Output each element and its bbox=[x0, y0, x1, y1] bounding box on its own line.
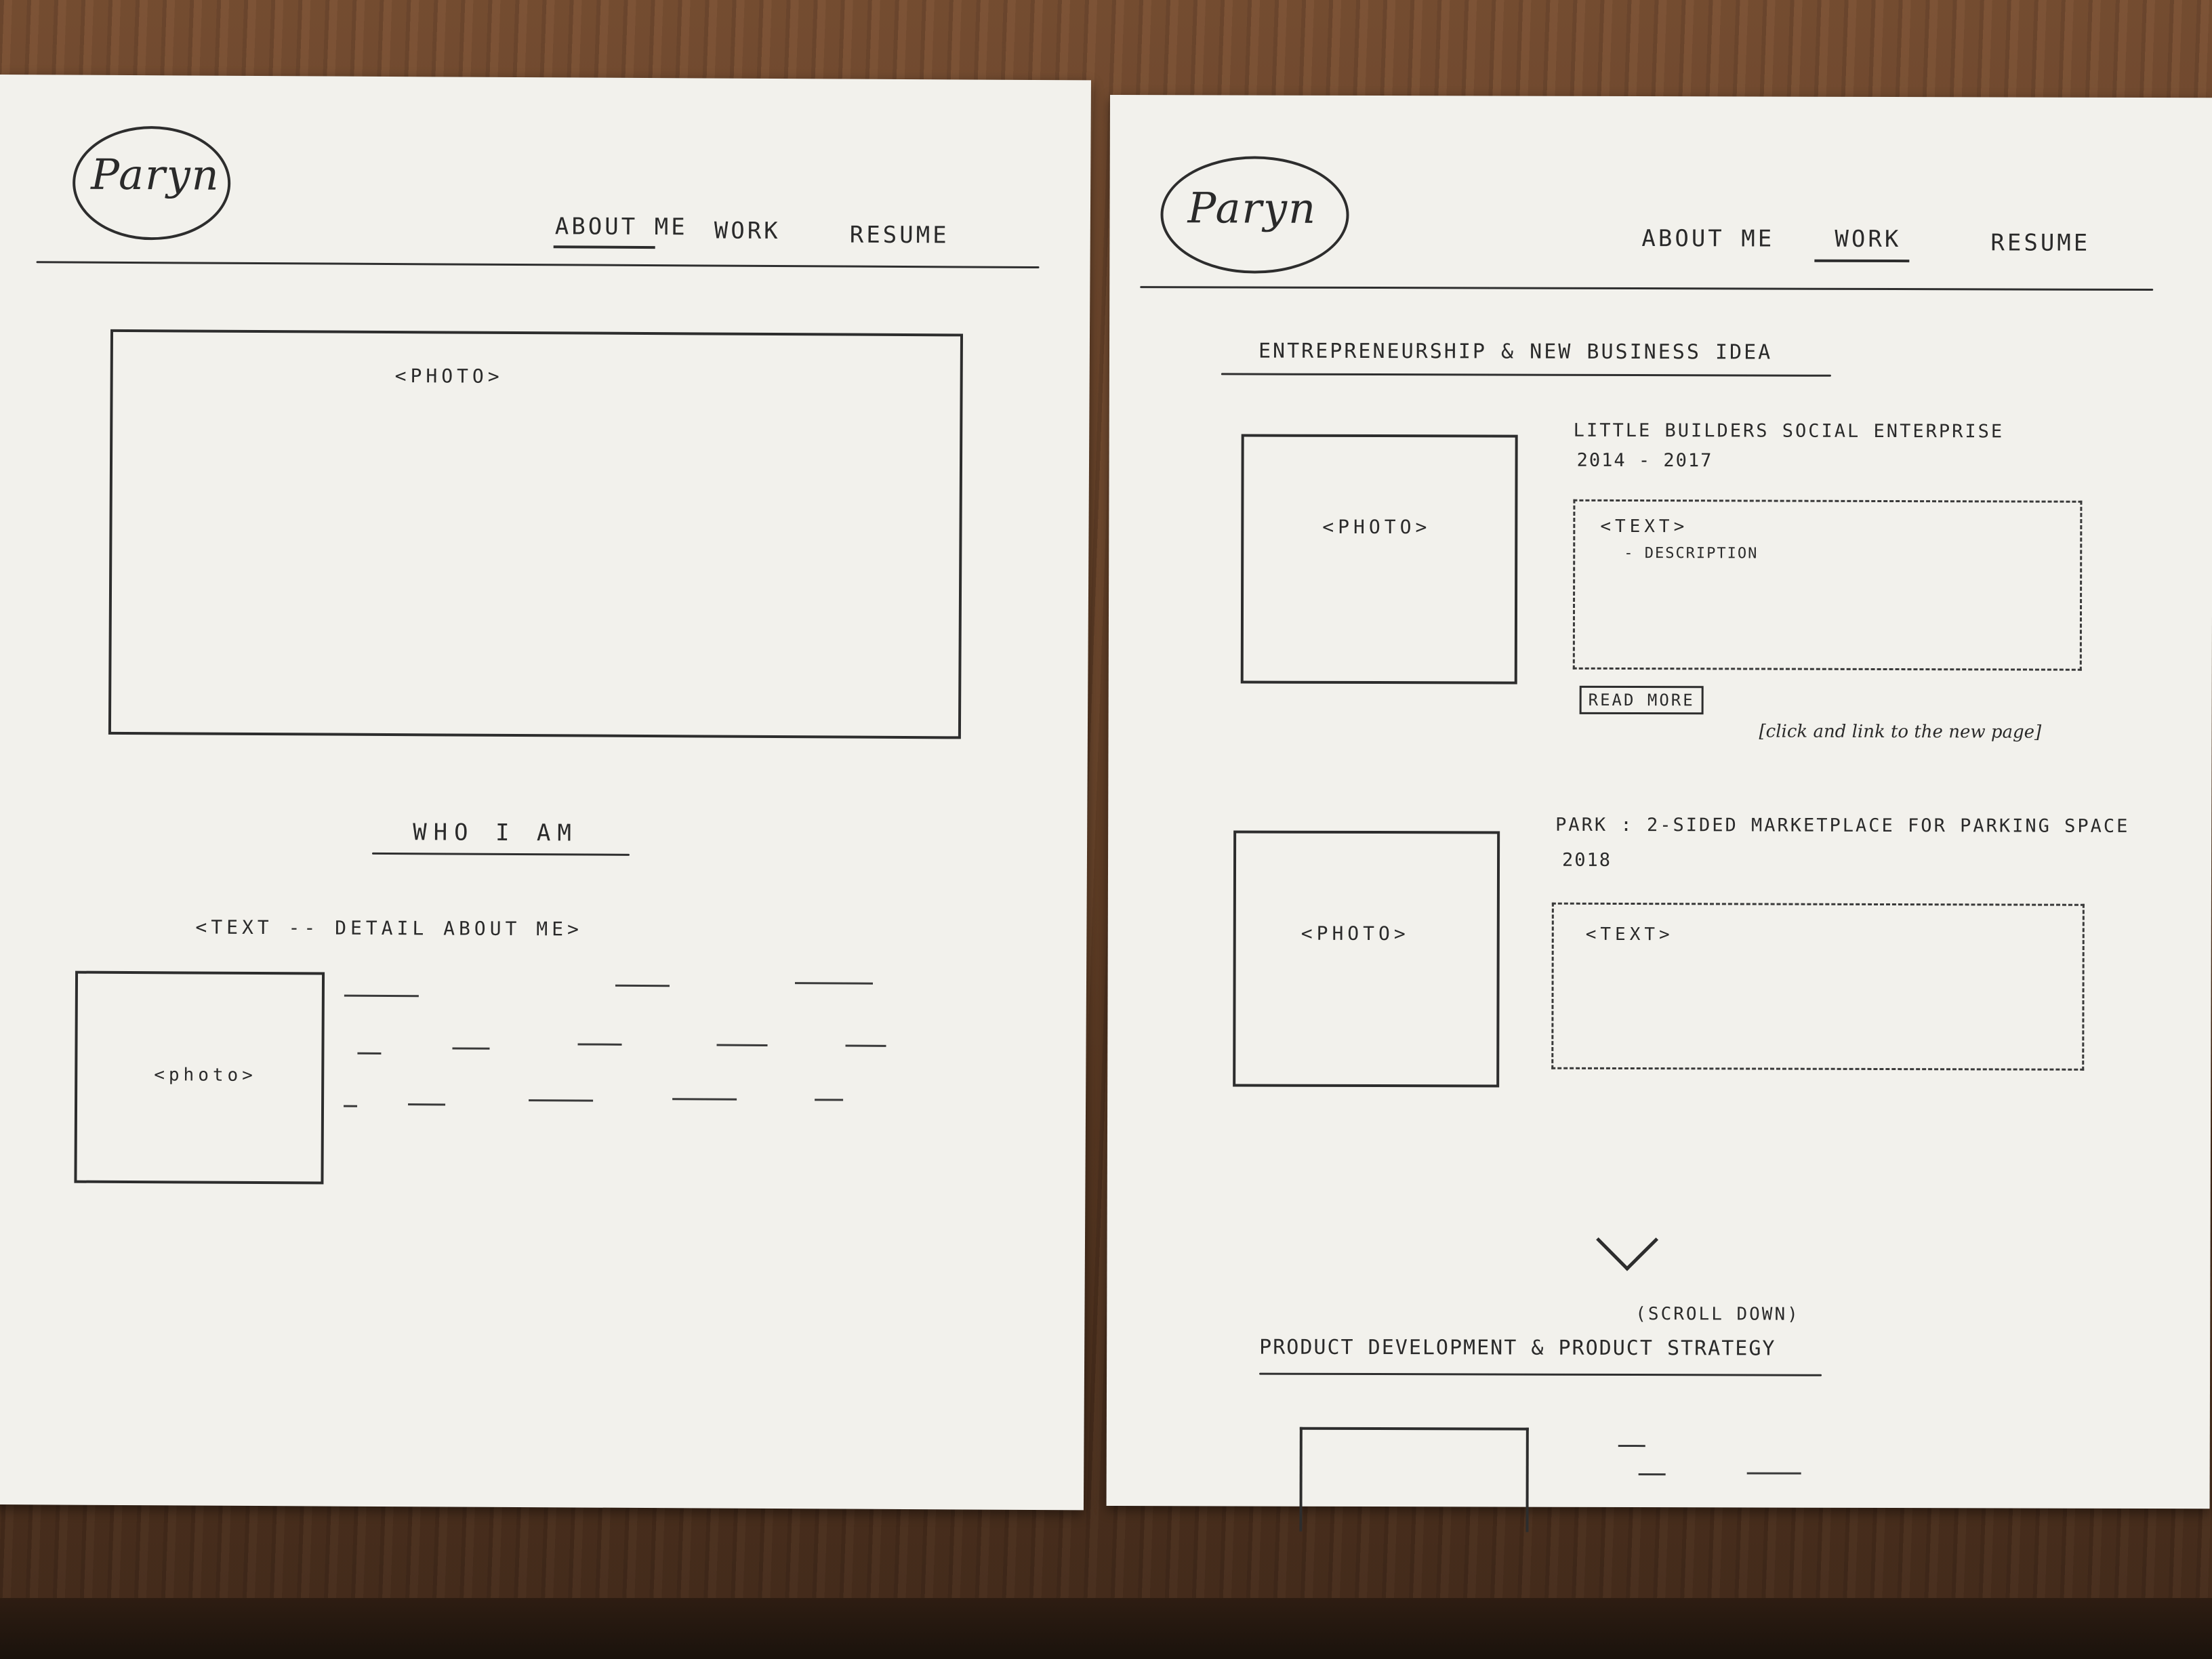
read-more-note: [click and link to the new page] bbox=[1759, 721, 2042, 743]
section-title-who-i-am: WHO I AM bbox=[413, 819, 579, 847]
section-title-product-development: PRODUCT DEVELOPMENT & PRODUCT STRATEGY bbox=[1259, 1335, 1776, 1361]
project2-years: 2018 bbox=[1562, 849, 1612, 871]
project2-photo-label: <PHOTO> bbox=[1300, 922, 1410, 945]
text-line bbox=[357, 1052, 382, 1054]
text-line bbox=[815, 1099, 844, 1101]
chevron-down-icon[interactable] bbox=[1596, 1208, 1659, 1271]
logo[interactable]: Paryn bbox=[91, 149, 220, 200]
text-line bbox=[716, 1044, 768, 1046]
nav-active-underline bbox=[1814, 259, 1910, 263]
project2-text-label: <TEXT> bbox=[1585, 924, 1674, 945]
project1-photo-label: <PHOTO> bbox=[1322, 515, 1431, 539]
nav-about-me[interactable]: ABOUT ME bbox=[1641, 225, 1775, 253]
text-line bbox=[615, 984, 670, 987]
project2-photo-placeholder bbox=[1233, 830, 1500, 1088]
hero-photo-placeholder bbox=[108, 329, 964, 739]
text-line bbox=[529, 1099, 594, 1102]
text-line bbox=[452, 1047, 490, 1050]
wireframe-sheet-work: Paryn ABOUT ME WORK RESUME ENTREPRENEURS… bbox=[1106, 95, 2212, 1532]
small-photo-label: <photo> bbox=[154, 1065, 257, 1086]
text-line bbox=[577, 1043, 622, 1046]
project1-years: 2014 - 2017 bbox=[1576, 449, 1713, 472]
nav-resume[interactable]: RESUME bbox=[849, 221, 949, 249]
about-text-label: <TEXT -- DETAIL ABOUT ME> bbox=[195, 916, 583, 941]
section2-photo-placeholder bbox=[1299, 1427, 1529, 1532]
section-title-underline bbox=[371, 852, 630, 856]
logo[interactable]: Paryn bbox=[1187, 183, 1317, 233]
text-line bbox=[672, 1098, 737, 1101]
project1-text-label: <TEXT> bbox=[1600, 516, 1689, 537]
text-line bbox=[344, 994, 419, 998]
nav-about-me[interactable]: ABOUT ME bbox=[554, 213, 688, 241]
header-divider bbox=[36, 261, 1040, 269]
section-title-underline bbox=[1259, 1372, 1822, 1376]
header-divider bbox=[1140, 286, 2154, 291]
project2-title: PARK : 2-SIDED MARKETPLACE FOR PARKING S… bbox=[1555, 814, 2130, 837]
nav-work[interactable]: WORK bbox=[714, 217, 781, 245]
section-title-entrepreneurship: ENTREPRENEURSHIP & NEW BUSINESS IDEA bbox=[1258, 339, 1773, 365]
read-more-button[interactable]: READ MORE bbox=[1579, 685, 1704, 715]
project1-title: LITTLE BUILDERS SOCIAL ENTERPRISE bbox=[1573, 419, 2005, 443]
floor bbox=[0, 1598, 2212, 1659]
project1-description: - DESCRIPTION bbox=[1624, 544, 1759, 562]
text-line bbox=[408, 1103, 446, 1106]
text-line bbox=[794, 982, 874, 985]
text-line bbox=[1638, 1473, 1666, 1476]
text-line bbox=[344, 1105, 358, 1107]
text-line bbox=[1746, 1472, 1801, 1475]
hero-photo-label: <PHOTO> bbox=[394, 365, 504, 388]
nav-active-underline bbox=[553, 245, 655, 249]
text-line bbox=[845, 1044, 886, 1047]
scroll-down-hint: (SCROLL DOWN) bbox=[1635, 1304, 1800, 1325]
wireframe-sheet-about: Paryn ABOUT ME WORK RESUME <PHOTO> WHO I… bbox=[0, 75, 1091, 1511]
project1-photo-placeholder bbox=[1240, 434, 1518, 684]
nav-resume[interactable]: RESUME bbox=[1990, 229, 2091, 257]
nav-work[interactable]: WORK bbox=[1835, 225, 1902, 253]
text-line bbox=[1618, 1444, 1645, 1448]
section-title-underline bbox=[1221, 373, 1831, 377]
